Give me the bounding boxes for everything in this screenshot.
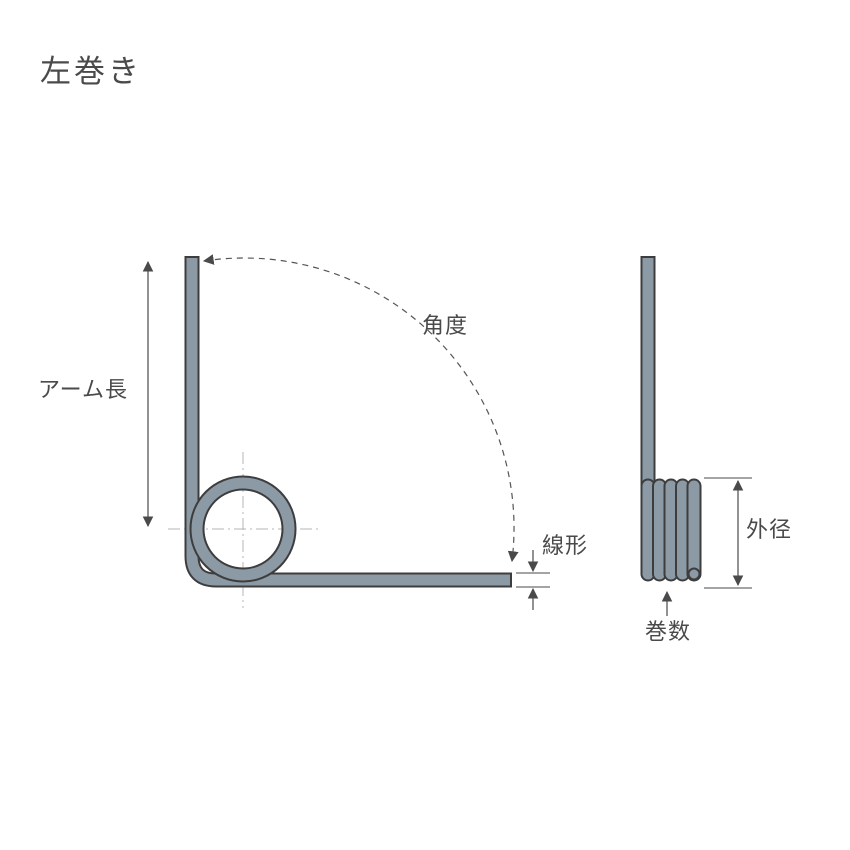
spring-arms-body xyxy=(186,258,510,586)
angle-label: 角度 xyxy=(422,314,468,339)
coil-count-label: 巻数 xyxy=(645,620,691,645)
outer-diameter-dimension xyxy=(704,477,752,589)
angle-arc xyxy=(202,254,519,563)
front-view: アーム長 角度 線形 xyxy=(38,254,588,610)
coil-turns xyxy=(640,478,702,582)
page-title: 左巻き xyxy=(40,54,142,90)
wire-end-cross-section xyxy=(687,567,701,581)
spring-arms-outline xyxy=(184,256,512,588)
outer-diameter-label: 外径 xyxy=(746,518,792,543)
wire-diameter-label: 線形 xyxy=(542,534,588,559)
arm-length-label: アーム長 xyxy=(38,378,128,403)
wire-diameter-dimension xyxy=(516,550,550,610)
side-view: 外径 巻数 xyxy=(640,256,792,645)
